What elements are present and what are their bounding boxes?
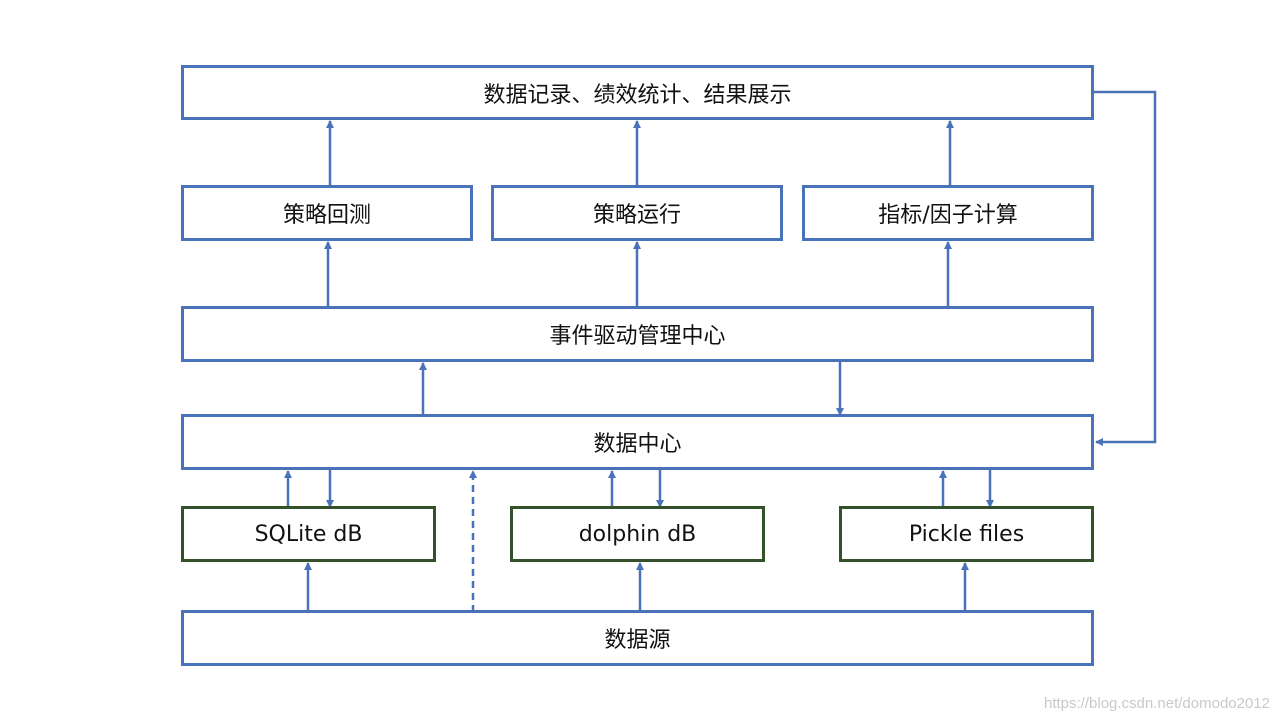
indicator-box: 指标/因子计算 [802, 185, 1094, 241]
pickle-box: Pickle files [839, 506, 1094, 562]
output-box: 数据记录、绩效统计、结果展示 [181, 65, 1094, 120]
backtest-box: 策略回测 [181, 185, 473, 241]
sqlite-box: SQLite dB [181, 506, 436, 562]
data-source-box: 数据源 [181, 610, 1094, 666]
dolphin-box: dolphin dB [510, 506, 765, 562]
data-center-box: 数据中心 [181, 414, 1094, 470]
strategy-run-box: 策略运行 [491, 185, 783, 241]
watermark: https://blog.csdn.net/domodo2012 [1044, 695, 1270, 712]
event-engine-box: 事件驱动管理中心 [181, 306, 1094, 362]
arrow-output-to-datacenter-loop [1093, 90, 1157, 446]
